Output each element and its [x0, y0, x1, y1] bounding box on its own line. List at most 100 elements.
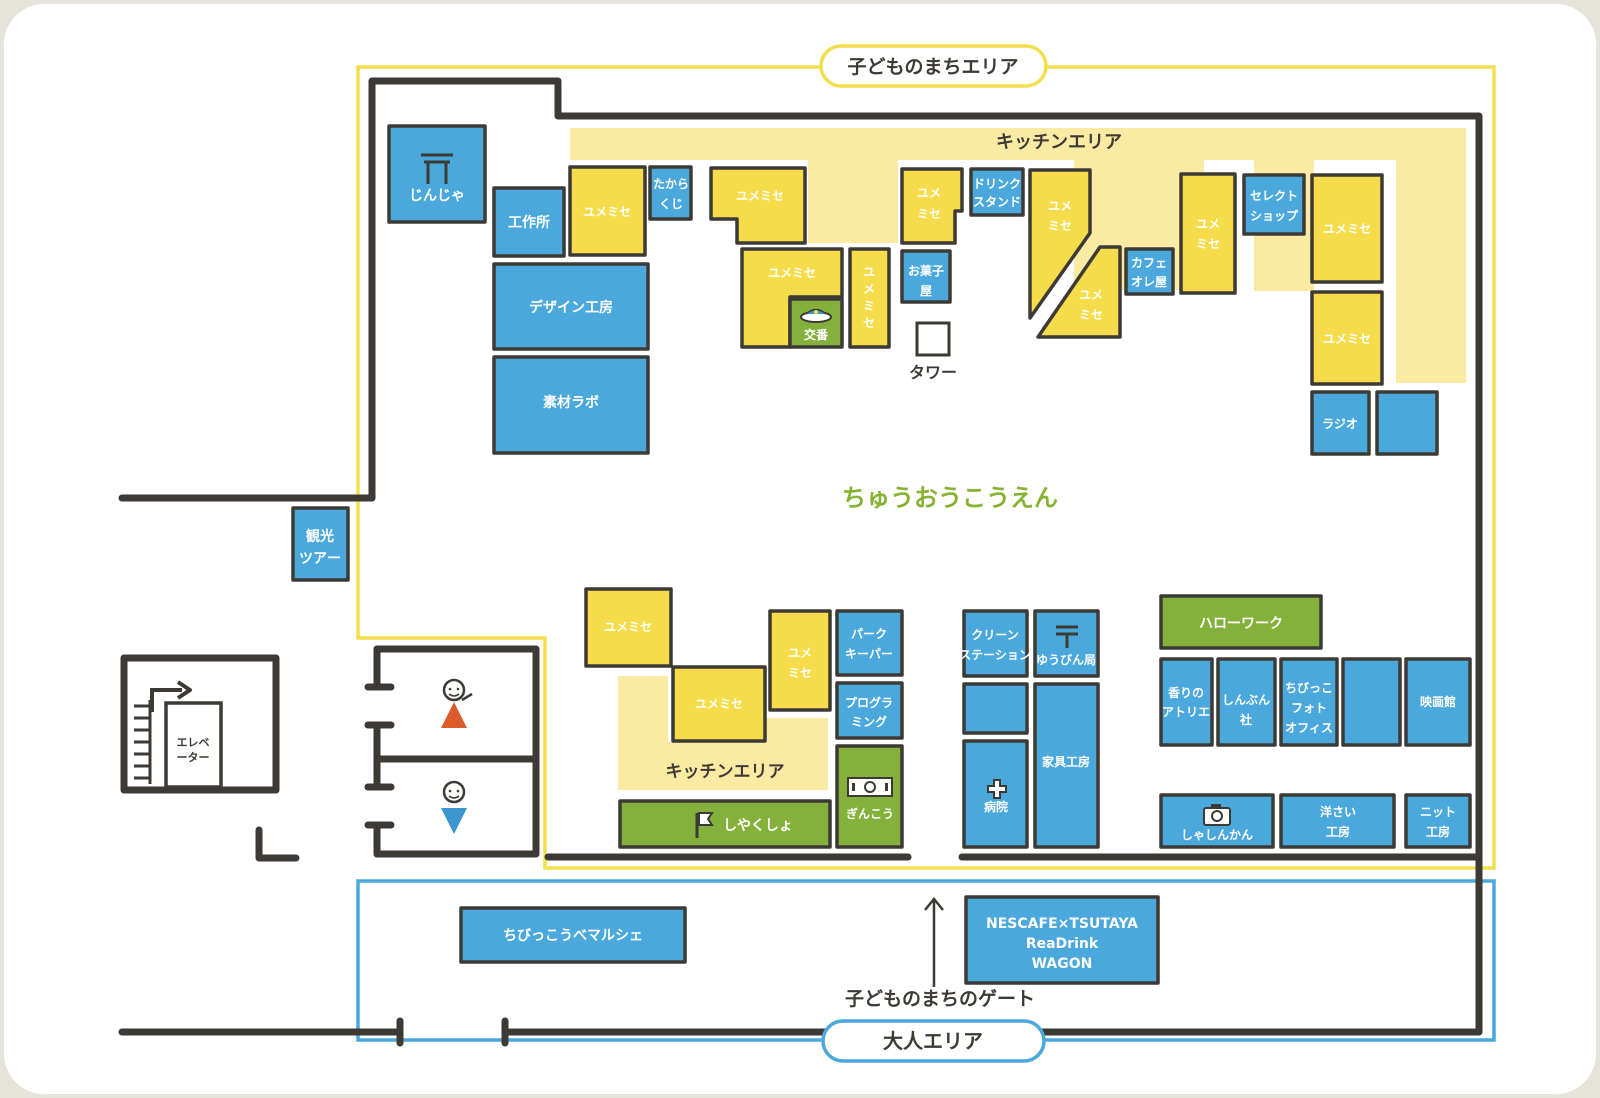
sweets-label-1: お菓子: [908, 263, 944, 278]
elevator-arrowhead: [176, 680, 192, 700]
material-lab[interactable]: 素材ラボ: [492, 355, 650, 455]
newspaper-shinbun[interactable]: しんぶん 社: [1216, 657, 1277, 747]
movie-theater-label: 映画館: [1420, 694, 1456, 709]
unnamed-booth-right[interactable]: [1375, 390, 1439, 456]
kitchen-area-bottom: [618, 676, 828, 790]
kids-photo-office[interactable]: ちびっこ フォト オフィス: [1279, 657, 1339, 747]
yume-shop-3[interactable]: ユメミセ: [740, 247, 844, 349]
city-hall-shiyakusho[interactable]: しやくしょ: [618, 799, 832, 849]
radio-station[interactable]: ラジオ: [1310, 390, 1371, 456]
bank-label: ぎんこう: [846, 806, 894, 821]
fragrance-label-1: 香りの: [1167, 685, 1204, 700]
drink-stand[interactable]: ドリンク スタンド: [969, 167, 1025, 217]
tailor-workshop[interactable]: 洋さい 工房: [1279, 793, 1396, 849]
yume-shop-4-char-3: ミ: [863, 299, 875, 313]
design-studio-label: デザイン工房: [529, 299, 613, 316]
yume-shop-8[interactable]: ユメ ミセ: [1179, 172, 1237, 295]
kitchen-area-top-label: キッチンエリア: [996, 132, 1122, 153]
hospital-byouin[interactable]: 病院: [962, 739, 1029, 849]
kids-kobe-marche[interactable]: ちびっこうべマルシェ: [459, 906, 687, 964]
lottery-label-2: くじ: [659, 197, 683, 211]
furniture-workshop[interactable]: 家具工房: [1033, 682, 1100, 849]
bank-ginkou[interactable]: ぎんこう: [835, 744, 904, 849]
clean-station-label-1: クリーン: [971, 628, 1018, 642]
yume-shop-4[interactable]: ユ メ ミ セ: [848, 247, 891, 349]
tailor-label-1: 洋さい: [1320, 804, 1356, 819]
photo-studio-shashinkan[interactable]: しゃしんかん: [1159, 793, 1275, 849]
yume-shop-7-label-1: ユメ: [1079, 288, 1103, 302]
shrine-jinja[interactable]: じんじゃ: [387, 124, 487, 224]
photo-office-label-3: オフィス: [1285, 721, 1333, 735]
yume-shop-10[interactable]: ユメミセ: [1310, 290, 1384, 386]
yume-shop-9-label: ユメミセ: [1323, 222, 1371, 236]
yume-shop-8-label-1: ユメ: [1196, 217, 1220, 231]
yume-shop-6-label-1: ユメ: [1048, 199, 1072, 213]
park-keeper[interactable]: パーク キーパー: [835, 609, 904, 677]
police-box-kouban[interactable]: 交番: [788, 297, 844, 349]
kids-area-label: 子どものまちエリア: [847, 56, 1018, 78]
elevator: [164, 701, 223, 789]
gate-arrow-icon: [924, 897, 944, 987]
workshop-kousakujo[interactable]: 工作所: [492, 186, 566, 258]
photo-studio-label: しゃしんかん: [1181, 828, 1253, 842]
marche-label: ちびっこうべマルシェ: [503, 928, 643, 944]
yume-shop-6[interactable]: ユメ ミセ: [1028, 168, 1092, 320]
yume-shop-5[interactable]: ユメ ミセ: [900, 167, 964, 245]
post-office-yubin[interactable]: ゆうびん局: [1033, 609, 1100, 678]
sightseeing-tour[interactable]: 観光 ツアー: [291, 506, 350, 582]
woman-restroom-icon: [441, 678, 473, 728]
tour-label-2: ツアー: [299, 551, 341, 567]
sweets-shop-okashi[interactable]: お菓子 屋: [900, 249, 952, 304]
yume-shop-11[interactable]: ユメミセ: [584, 587, 673, 668]
yume-shop-12[interactable]: ユメミセ: [671, 665, 767, 743]
yume-shop-5-label-2: ミセ: [917, 207, 941, 221]
newspaper-label-2: 社: [1239, 712, 1252, 727]
tower[interactable]: タワー: [909, 321, 957, 382]
torii-icon: [421, 153, 453, 184]
man-restroom-icon: [441, 780, 467, 834]
unnamed-booth-middle[interactable]: [962, 682, 1029, 735]
hello-work[interactable]: ハローワーク: [1159, 594, 1323, 650]
clean-station[interactable]: クリーン ステーション: [959, 609, 1031, 678]
yume-shop-13[interactable]: ユメ ミセ: [768, 609, 832, 712]
yume-shop-10-label: ユメミセ: [1323, 332, 1371, 346]
design-studio[interactable]: デザイン工房: [492, 262, 650, 351]
fragrance-atelier[interactable]: 香りの アトリエ: [1159, 657, 1214, 747]
small-wall: [255, 826, 300, 862]
elevator-hall-wall: [120, 654, 280, 794]
yume-shop-11-label: ユメミセ: [604, 620, 652, 634]
radio-label: ラジオ: [1322, 417, 1358, 431]
unnamed-booth-bottom-right[interactable]: [1341, 657, 1402, 747]
programming[interactable]: プログラ ミング: [835, 681, 904, 740]
programming-label-2: ミング: [851, 714, 887, 729]
clean-station-label-2: ステーション: [959, 648, 1031, 662]
yume-shop-7-label-2: ミセ: [1079, 308, 1103, 322]
cafe-au-lait-shop[interactable]: カフェ オレ屋: [1124, 247, 1175, 296]
yume-shop-9[interactable]: ユメミセ: [1310, 173, 1384, 284]
movie-theater-eigakan[interactable]: 映画館: [1404, 657, 1472, 747]
park-keeper-label-1: パーク: [851, 627, 887, 641]
select-shop-label-1: セレクト: [1250, 189, 1298, 203]
hospital-label: 病院: [984, 799, 1008, 814]
select-shop[interactable]: セレクト ショップ: [1242, 173, 1306, 236]
yume-shop-3-label: ユメミセ: [768, 266, 816, 280]
lottery-takarakuji[interactable]: たから くじ: [648, 165, 693, 221]
adult-area-label: 大人エリア: [883, 1029, 983, 1053]
tour-label-1: 観光: [306, 528, 334, 545]
yume-shop-2[interactable]: ユメミセ: [709, 166, 807, 245]
yume-shop-7[interactable]: ユメ ミセ: [1036, 245, 1122, 339]
police-box-label: 交番: [804, 327, 829, 342]
yume-shop-13-label-1: ユメ: [788, 646, 812, 660]
adult-area-badge: [821, 1019, 1046, 1063]
material-lab-label: 素材ラボ: [543, 394, 599, 411]
stairs: [134, 700, 152, 784]
cross-icon: [987, 779, 1007, 799]
knit-workshop[interactable]: ニット 工房: [1404, 793, 1472, 849]
kitchen-area-top: [570, 128, 1466, 383]
nescafe-tsutaya-wagon[interactable]: NESCAFE×TSUTAYA ReaDrink WAGON: [964, 895, 1160, 985]
kids-area-border: [356, 65, 1496, 870]
programming-label-1: プログラ: [845, 695, 893, 710]
yume-shop-1[interactable]: ユメミセ: [568, 165, 647, 257]
photo-office-label-2: フォト: [1291, 701, 1327, 715]
